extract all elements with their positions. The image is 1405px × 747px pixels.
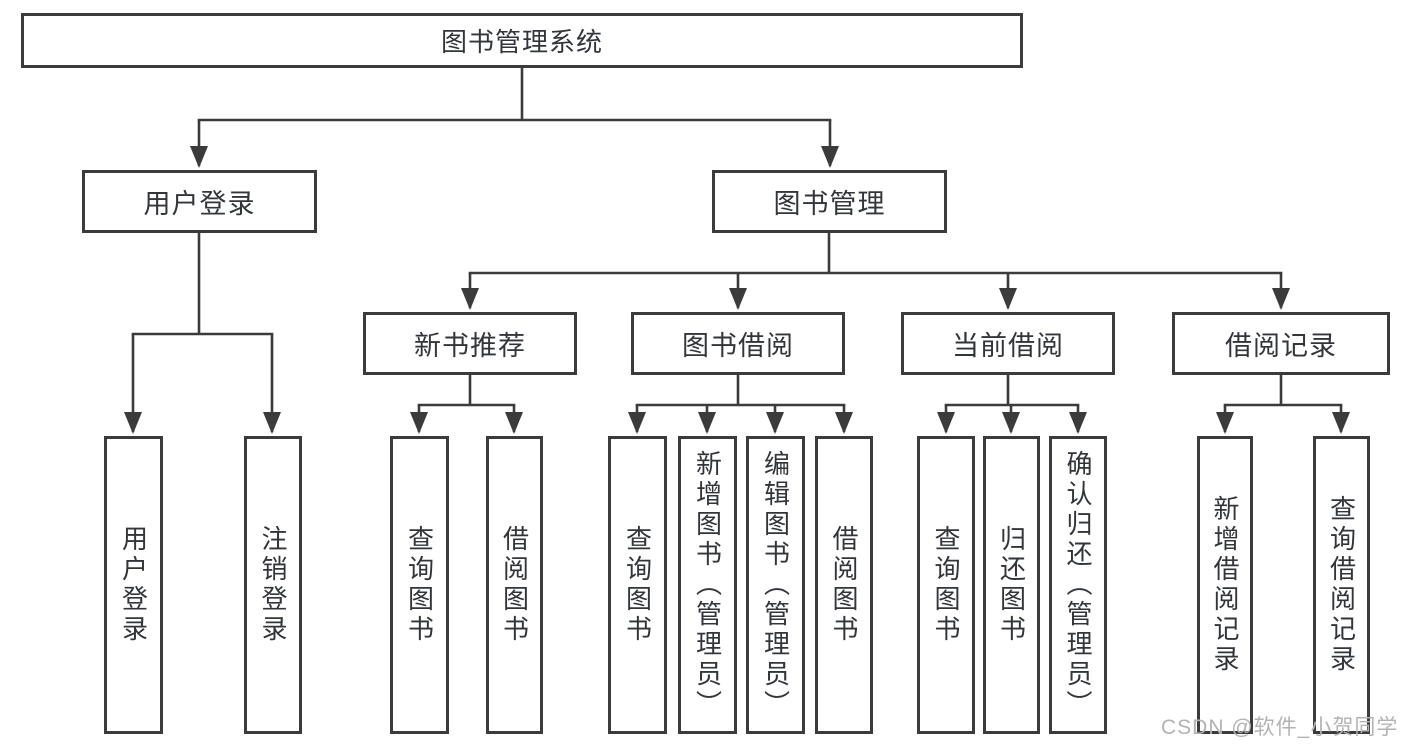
node-leaf-query-books-1-label: 查询图书	[404, 525, 435, 645]
node-book-borrow-label: 图书借阅	[682, 331, 794, 361]
node-leaf-add-book-admin-label: 新增图书（管理员）	[692, 450, 723, 720]
node-leaf-confirm-return-admin-label: 确认归还（管理员）	[1063, 450, 1093, 720]
node-user-login-branch-label: 用户登录	[143, 189, 256, 219]
node-leaf-confirm-return-admin: 确认归还（管理员）	[1049, 436, 1107, 734]
node-leaf-query-books-2-label: 查询图书	[622, 525, 653, 645]
node-book-management-label: 图书管理	[773, 189, 886, 219]
node-leaf-add-borrow-record: 新增借阅记录	[1197, 436, 1253, 734]
node-leaf-query-borrow-record-label: 查询借阅记录	[1326, 495, 1357, 675]
node-user-login-branch: 用户登录	[82, 170, 317, 233]
node-leaf-logout: 注销登录	[244, 436, 302, 734]
node-leaf-edit-book-admin-label: 编辑图书（管理员）	[760, 450, 791, 720]
node-borrow-records: 借阅记录	[1172, 312, 1390, 375]
node-leaf-query-books-2: 查询图书	[608, 436, 667, 734]
node-leaf-logout-label: 注销登录	[258, 525, 288, 645]
node-leaf-borrow-books-1: 借阅图书	[486, 436, 543, 734]
node-root-label: 图书管理系统	[440, 27, 603, 57]
node-leaf-borrow-books-1-label: 借阅图书	[499, 525, 530, 645]
node-leaf-query-borrow-record: 查询借阅记录	[1313, 436, 1370, 734]
node-leaf-return-book-label: 归还图书	[996, 525, 1027, 645]
node-leaf-user-login-label: 用户登录	[118, 525, 149, 645]
node-leaf-edit-book-admin: 编辑图书（管理员）	[746, 436, 805, 734]
node-current-borrow-label: 当前借阅	[952, 331, 1064, 361]
node-leaf-query-books-1: 查询图书	[390, 436, 449, 734]
node-leaf-user-login: 用户登录	[104, 436, 163, 734]
node-leaf-add-borrow-record-label: 新增借阅记录	[1210, 495, 1240, 675]
node-leaf-query-books-3: 查询图书	[917, 436, 975, 734]
node-leaf-return-book: 归还图书	[983, 436, 1040, 734]
node-borrow-records-label: 借阅记录	[1225, 331, 1337, 361]
node-leaf-borrow-books-2: 借阅图书	[815, 436, 873, 734]
watermark: CSDN @软件_小贺同学	[1161, 716, 1399, 739]
node-root: 图书管理系统	[21, 13, 1023, 68]
node-new-book-recommend: 新书推荐	[363, 312, 577, 375]
node-leaf-borrow-books-2-label: 借阅图书	[829, 525, 859, 645]
node-new-book-recommend-label: 新书推荐	[414, 331, 526, 361]
node-book-borrow: 图书借阅	[631, 312, 845, 375]
node-leaf-add-book-admin: 新增图书（管理员）	[678, 436, 737, 734]
node-book-management: 图书管理	[712, 170, 947, 233]
node-leaf-query-books-3-label: 查询图书	[931, 525, 961, 645]
node-current-borrow: 当前借阅	[901, 312, 1115, 375]
